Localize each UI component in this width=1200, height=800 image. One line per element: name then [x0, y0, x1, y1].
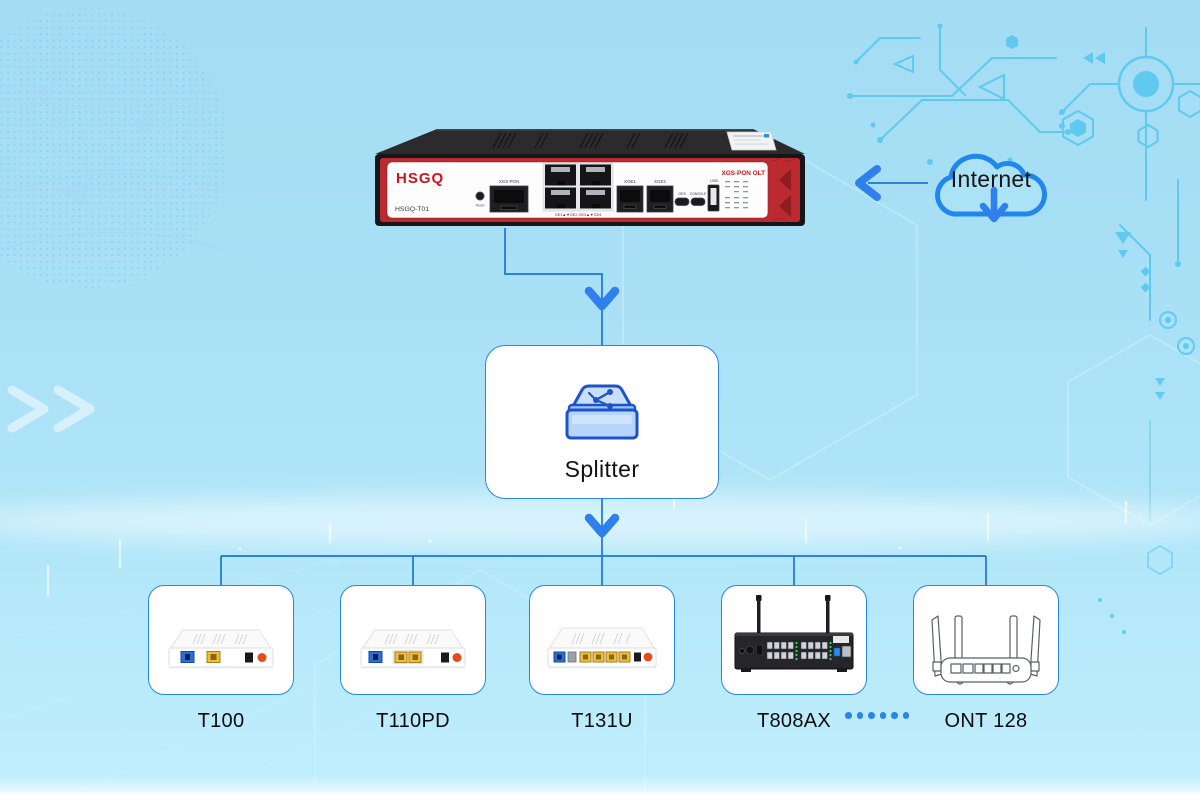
device-card [721, 585, 867, 695]
olt-reset-label: Reset [476, 204, 485, 208]
device-card [340, 585, 486, 695]
olt-pon-label: XGS-PON [499, 179, 519, 184]
bottom-strip [0, 793, 1200, 800]
cloud-outline [935, 153, 1048, 217]
olt-console-port [690, 197, 706, 206]
olt-pon-port [489, 185, 529, 213]
chevron-decoration [7, 385, 95, 433]
olt-vents [492, 132, 689, 149]
arrow-down-to-devices-icon [584, 513, 620, 538]
olt-to-splitter-line [504, 228, 603, 345]
olt-xge2-port [646, 185, 674, 213]
ont-4ge-icon [547, 627, 657, 669]
device-t100: T100 [148, 585, 294, 733]
olt-xge1-label: XGE1 [624, 179, 636, 184]
device-label: T100 [197, 710, 245, 732]
device-card [913, 585, 1059, 695]
device-t808ax: T808AX [721, 585, 867, 733]
arrow-down-to-splitter-icon [584, 286, 620, 311]
device-card [529, 585, 675, 695]
light-band [0, 495, 1200, 547]
globe-decoration [0, 8, 231, 288]
olt-brand: HSGQ [396, 170, 444, 187]
olt-model: HSGQ-T01 [395, 206, 429, 213]
olt-usb-label: USB [710, 179, 718, 183]
olt-chassis-top [375, 129, 805, 154]
olt-xge2-label: XGE2 [654, 179, 666, 184]
ont-1ge-icon [168, 629, 274, 669]
splitter-share-glyph [587, 389, 613, 409]
olt-top-sticker [726, 131, 777, 151]
olt-badge: XGS-PON OLT [721, 170, 765, 177]
internet-down-arrow [979, 186, 1009, 223]
ont-2ge-icon [360, 629, 466, 669]
internet-cloud: Internet [922, 142, 1060, 234]
device-ont128: ONT 128 [913, 585, 1059, 733]
olt-device: HSGQ HSGQ-T01 Reset XGS-PON [375, 125, 805, 228]
olt-led-legend [725, 181, 748, 209]
circuit-decoration [847, 23, 1200, 634]
internet-label: Internet [950, 166, 1032, 192]
device-label: T131U [571, 710, 633, 732]
olt-reset-button [475, 191, 485, 201]
olt-ge-ports [542, 162, 614, 212]
splitter-card: Splitter [485, 345, 719, 499]
olt-ge5-label: GE5 [678, 192, 686, 196]
olt-ge-labels: GE1▲▼GE2 GE3▲▼GE4 [555, 213, 601, 217]
olt-console-label: CONSOLE [690, 192, 707, 196]
device-label: T110PD [376, 710, 450, 732]
glint-decorations [46, 480, 1128, 598]
rack-ont-icon [734, 594, 854, 672]
ellipsis-dots [845, 712, 909, 719]
router-outline-icon [931, 615, 1041, 685]
device-label: T808AX [756, 710, 832, 732]
arrow-left-to-olt-icon [855, 165, 881, 201]
splitter-icon [565, 384, 639, 440]
device-label: ONT 128 [944, 710, 1028, 732]
device-t110pd: T110PD [340, 585, 486, 733]
splitter-label: Splitter [564, 456, 640, 482]
olt-xge1-port [616, 185, 644, 213]
olt-ge5-port [674, 197, 690, 206]
olt-usb-port [707, 184, 720, 212]
olt-red-pattern [771, 158, 796, 221]
device-t131u: T131U [529, 585, 675, 733]
device-card [148, 585, 294, 695]
